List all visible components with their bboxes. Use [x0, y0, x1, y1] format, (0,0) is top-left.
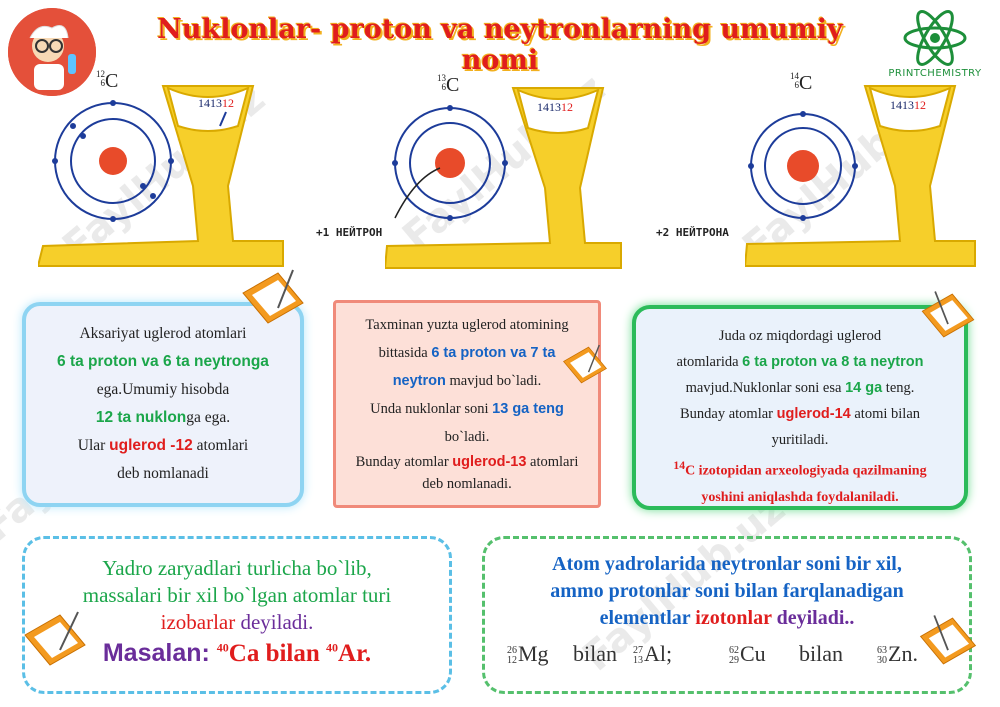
card-text: teng.	[882, 380, 915, 396]
neutron-label: +1 НЕЙТРОН	[316, 226, 383, 239]
definition-text: Atom yadrolarida neytronlar soni bir xil…	[552, 553, 902, 575]
isotope-superscript: 14	[673, 459, 686, 472]
card-highlight: 6 ta proton va 6 ta neytronga	[57, 353, 269, 370]
card-text: Bunday atomlar	[679, 406, 777, 422]
notepad-pencil-icon	[560, 340, 610, 395]
card-text: Aksariyat uglerod atomlari	[79, 325, 247, 342]
scale-dial: 141312	[890, 98, 926, 112]
card-text: atomi bilan	[850, 406, 921, 422]
card-text: Taxminan yuzta uglerod atomining	[365, 317, 569, 333]
card-highlight: yoshini aniqlashda foydalaniladi.	[701, 489, 899, 505]
info-card-carbon-12: Aksariyat uglerod atomlari 6 ta proton v…	[22, 302, 304, 507]
definition-text: ammo protonlar soni bilan farqlanadigan	[550, 580, 904, 602]
isotones-box: Atom yadrolarida neytronlar soni bir xil…	[482, 536, 972, 694]
definition-text: elementlar	[599, 607, 696, 629]
card-text: Unda nuklonlar soni	[370, 401, 493, 417]
card-highlight: 14 ga	[845, 380, 883, 396]
atom-icon	[903, 10, 967, 66]
card-highlight: 6 ta proton va 8 ta neytron	[742, 354, 924, 370]
card-highlight: 6 ta proton va 7 ta	[431, 345, 556, 361]
term-izobarlar: izobarlar	[160, 610, 236, 634]
scale-dial: 141312	[198, 96, 234, 110]
definition-text: massalari bir xil bo`lgan atomlar turi	[82, 583, 392, 607]
card-text: bittasida	[378, 345, 432, 361]
card-text: mavjud bo`ladi.	[445, 373, 542, 389]
card-text: Juda oz miqdordagi uglerod	[718, 328, 882, 344]
scale-icon	[36, 85, 284, 267]
info-card-carbon-14: Juda oz miqdordagi uglerod atomlarida 6 …	[632, 305, 968, 510]
notepad-pencil-icon	[918, 288, 978, 348]
card-highlight: uglerod-14	[776, 406, 851, 422]
card-text: atomlari	[526, 454, 579, 470]
definition-text: deyiladi..	[771, 607, 855, 629]
scale-icon	[743, 85, 976, 267]
card-text: yuritiladi.	[771, 432, 829, 448]
notepad-pencil-icon	[20, 610, 90, 675]
card-text: Bunday atomlar	[355, 454, 453, 470]
card-highlight: 13 ga teng	[492, 401, 564, 417]
scale-dial: 141312	[537, 100, 573, 114]
scientist-logo-icon	[8, 8, 96, 96]
definition-text: Yadro zaryadlari turlicha bo`lib,	[102, 556, 372, 580]
example-text: Ca bilan	[228, 640, 327, 667]
card-text: ega.Umumiy hisobda	[96, 381, 230, 398]
definition-text: deyiladi.	[235, 610, 314, 634]
isobars-box: Yadro zaryadlari turlicha bo`lib, massal…	[22, 536, 452, 694]
neutron-label: +2 НЕЙТРОНА	[656, 226, 729, 239]
card-highlight: uglerod -12	[109, 437, 193, 454]
card-highlight: neytron	[392, 373, 446, 389]
connector-word: bilan	[799, 641, 843, 666]
card-text: deb nomlanadi.	[422, 476, 512, 492]
card-text: Ular	[77, 437, 110, 454]
page-title: Nuklonlar- proton va neytronlarning umum…	[157, 14, 843, 76]
example-text: Ar.	[338, 640, 372, 667]
card-text: atomlari	[192, 437, 249, 454]
card-text: atomlarida	[676, 354, 743, 370]
scale-icon	[383, 87, 622, 269]
info-card-carbon-13: Taxminan yuzta uglerod atomining bittasi…	[333, 300, 601, 508]
connector-word: bilan	[573, 641, 617, 666]
mass-number: 40	[216, 640, 229, 655]
printchemistry-logo: PRINTCHEMISTRY	[880, 10, 990, 90]
example-line: Masalan: 40Ca bilan 40Ar.	[25, 639, 449, 668]
card-text: deb nomlanadi	[117, 465, 209, 482]
card-text: mavjud.Nuklonlar soni esa	[685, 380, 846, 396]
notepad-pencil-icon	[238, 268, 308, 333]
card-highlight: uglerod-13	[452, 454, 527, 470]
card-text: bo`ladi.	[444, 429, 490, 445]
card-text: ga ega.	[186, 409, 231, 426]
notepad-pencil-icon	[916, 612, 980, 675]
card-highlight: 12 ta nuklon	[95, 409, 187, 426]
example-label: Masalan:	[102, 639, 217, 667]
logo-text: PRINTCHEMISTRY	[888, 68, 982, 79]
mass-number: 40	[326, 640, 339, 655]
term-izotonlar: izotonlar	[695, 607, 772, 629]
card-highlight: C izotopidan arxeologiyada qazilmaning	[685, 463, 927, 479]
